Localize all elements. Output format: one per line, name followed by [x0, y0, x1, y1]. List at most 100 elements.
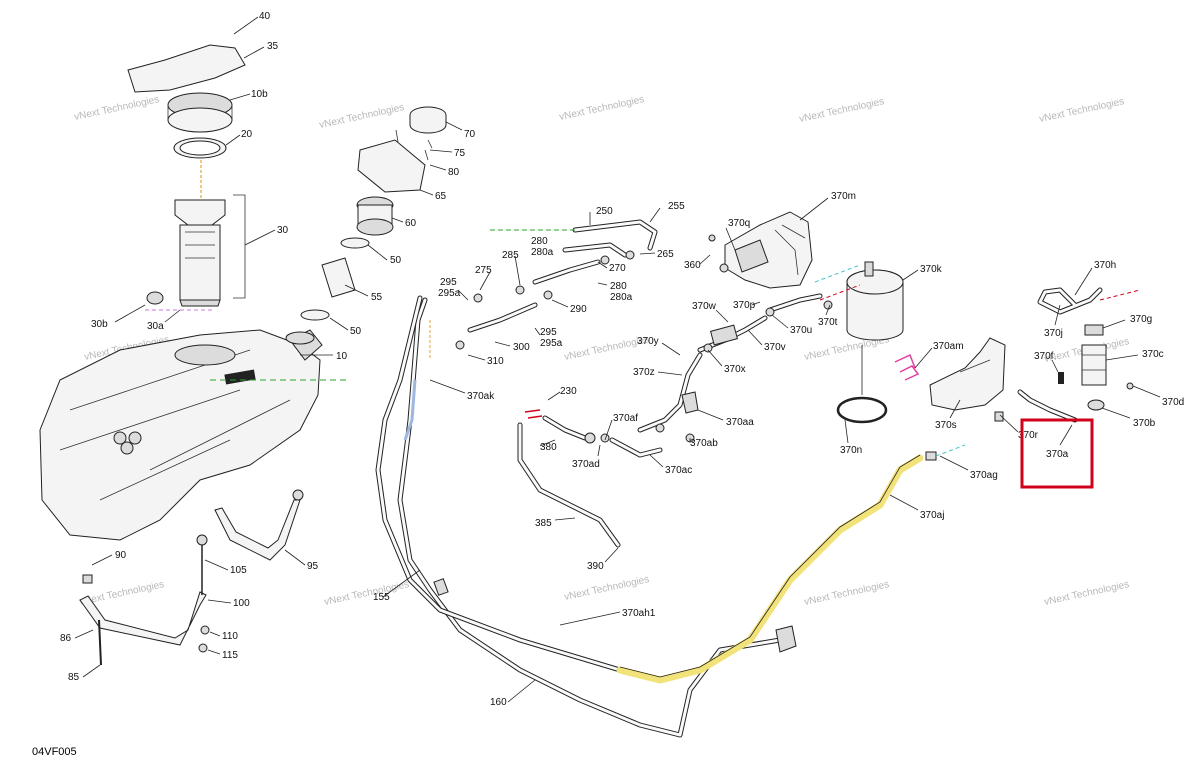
vapour-hoses-upper[interactable] — [455, 219, 658, 350]
callout-115[interactable]: 115 — [222, 650, 238, 661]
callout-370k[interactable]: 370k — [920, 264, 943, 275]
callout-370y[interactable]: 370y — [637, 336, 659, 347]
callout-90[interactable]: 90 — [115, 550, 127, 561]
callout-370m[interactable]: 370m — [831, 191, 856, 202]
callout-390[interactable]: 390 — [587, 561, 604, 572]
heat-shield[interactable] — [894, 337, 1006, 422]
callout-360[interactable]: 360 — [684, 260, 701, 271]
callout-50-upper[interactable]: 50 — [390, 255, 402, 266]
callout-370f[interactable]: 370f — [1034, 351, 1054, 362]
callout-155[interactable]: 155 — [373, 592, 390, 603]
callout-280-lower[interactable]: 280 — [610, 281, 627, 292]
filler-neck-parts[interactable] — [285, 106, 447, 345]
callout-295-upper[interactable]: 295 — [440, 277, 457, 288]
callout-20[interactable]: 20 — [241, 129, 253, 140]
callout-295-lower[interactable]: 295 — [540, 327, 557, 338]
callout-370ac[interactable]: 370ac — [665, 465, 692, 476]
callout-370ah1[interactable]: 370ah1 — [622, 608, 656, 619]
vent-valve-assembly[interactable] — [1017, 287, 1141, 423]
callout-370am[interactable]: 370am — [933, 341, 964, 352]
callout-370d[interactable]: 370d — [1162, 397, 1184, 408]
callout-370s[interactable]: 370s — [935, 420, 957, 431]
callout-370z[interactable]: 370z — [633, 367, 655, 378]
callout-250[interactable]: 250 — [596, 206, 613, 217]
vent-line-370aj[interactable] — [616, 444, 966, 684]
callout-370aa[interactable]: 370aa — [726, 417, 754, 428]
vapour-hoses-middle[interactable] — [517, 352, 703, 548]
callout-255[interactable]: 255 — [668, 201, 685, 212]
watermark: vNext Technologies — [318, 102, 405, 131]
watermark: vNext Technologies — [323, 579, 410, 608]
callout-310[interactable]: 310 — [487, 356, 504, 367]
callout-35[interactable]: 35 — [267, 41, 279, 52]
callout-370t[interactable]: 370t — [818, 317, 838, 328]
callout-10[interactable]: 10 — [336, 351, 348, 362]
callout-370q[interactable]: 370q — [728, 218, 750, 229]
callout-290[interactable]: 290 — [570, 304, 587, 315]
callout-370ab[interactable]: 370ab — [690, 438, 718, 449]
callout-370n[interactable]: 370n — [840, 445, 862, 456]
callout-370u[interactable]: 370u — [790, 325, 812, 336]
callout-370ad[interactable]: 370ad — [572, 459, 600, 470]
callout-380[interactable]: 380 — [540, 442, 557, 453]
callout-370a[interactable]: 370a — [1046, 449, 1069, 460]
callout-30b[interactable]: 30b — [91, 319, 108, 330]
watermark: vNext Technologies — [1043, 579, 1130, 608]
fuel-tank[interactable] — [39, 329, 323, 541]
callout-40[interactable]: 40 — [259, 11, 271, 22]
fuel-lines[interactable] — [375, 295, 797, 738]
callout-370j[interactable]: 370j — [1044, 328, 1063, 339]
callout-30a[interactable]: 30a — [147, 321, 164, 332]
tank-straps[interactable] — [79, 489, 304, 666]
callout-385[interactable]: 385 — [535, 518, 552, 529]
callout-370g[interactable]: 370g — [1130, 314, 1152, 325]
callout-370af[interactable]: 370af — [613, 413, 638, 424]
callout-370b[interactable]: 370b — [1133, 418, 1156, 429]
callout-65[interactable]: 65 — [435, 191, 447, 202]
callout-285[interactable]: 285 — [502, 250, 519, 261]
callout-370h[interactable]: 370h — [1094, 260, 1116, 271]
callout-295a-lower[interactable]: 295a — [540, 338, 563, 349]
callout-370v[interactable]: 370v — [764, 342, 786, 353]
callout-370c[interactable]: 370c — [1142, 349, 1164, 360]
watermark: vNext Technologies — [73, 94, 160, 123]
highlight-box-370a — [1020, 418, 1094, 489]
callout-86[interactable]: 86 — [60, 633, 72, 644]
callout-270[interactable]: 270 — [609, 263, 626, 274]
callout-75[interactable]: 75 — [454, 148, 466, 159]
callout-95[interactable]: 95 — [307, 561, 319, 572]
callout-30[interactable]: 30 — [277, 225, 289, 236]
callout-275[interactable]: 275 — [475, 265, 492, 276]
callout-370w[interactable]: 370w — [692, 301, 717, 312]
callout-280a-upper[interactable]: 280a — [531, 247, 554, 258]
callout-labels: 40 35 10b 20 30 30b 30a 10 70 75 80 65 6… — [60, 11, 1184, 708]
callout-370r[interactable]: 370r — [1018, 430, 1039, 441]
canister-bracket[interactable] — [708, 211, 813, 289]
callout-70[interactable]: 70 — [464, 129, 476, 140]
callout-300[interactable]: 300 — [513, 342, 530, 353]
purge-valve-hoses[interactable] — [697, 293, 833, 353]
fuel-pump-assembly[interactable] — [127, 44, 246, 307]
callout-370x[interactable]: 370x — [724, 364, 746, 375]
charcoal-canister[interactable] — [814, 261, 904, 424]
callout-160[interactable]: 160 — [490, 697, 507, 708]
callout-55[interactable]: 55 — [371, 292, 383, 303]
callout-85[interactable]: 85 — [68, 672, 80, 683]
callout-60[interactable]: 60 — [405, 218, 417, 229]
callout-230[interactable]: 230 — [560, 386, 577, 397]
callout-370p[interactable]: 370p — [733, 300, 756, 311]
callout-370ag[interactable]: 370ag — [970, 470, 998, 481]
callout-100[interactable]: 100 — [233, 598, 250, 609]
callout-370ak[interactable]: 370ak — [467, 391, 495, 402]
callout-105[interactable]: 105 — [230, 565, 247, 576]
callout-280a-lower[interactable]: 280a — [610, 292, 633, 303]
callout-295a-upper[interactable]: 295a — [438, 288, 461, 299]
callout-265[interactable]: 265 — [657, 249, 674, 260]
callout-10b[interactable]: 10b — [251, 89, 268, 100]
callout-50-lower[interactable]: 50 — [350, 326, 362, 337]
callout-80[interactable]: 80 — [448, 167, 460, 178]
callout-110[interactable]: 110 — [222, 631, 238, 642]
callout-280-upper[interactable]: 280 — [531, 236, 548, 247]
callout-370aj[interactable]: 370aj — [920, 510, 944, 521]
